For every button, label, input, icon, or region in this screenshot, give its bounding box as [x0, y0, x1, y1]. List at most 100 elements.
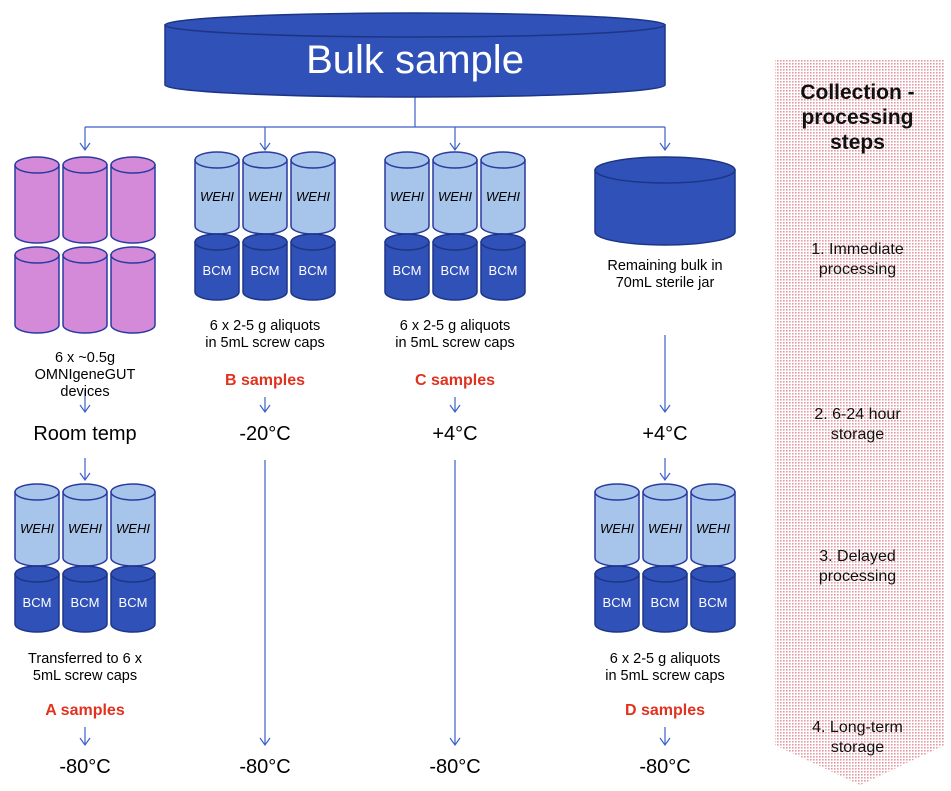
step-line: 1. Immediate	[811, 241, 904, 258]
col2-wehi-tube-1-label: WEHI	[200, 189, 234, 204]
step-line: 2. 6-24 hour	[814, 406, 901, 423]
caption-line: 6 x 2-5 g aliquots	[399, 318, 511, 334]
col2-bcm-tube-3-body	[290, 241, 336, 301]
col2-bcm-tube-1-body	[194, 241, 240, 301]
pink-tube-bottom-1	[14, 246, 60, 334]
col2-bcm-tube-2-body	[242, 241, 288, 301]
col1-bottom-bcm-tube-2: BCM	[62, 565, 108, 633]
heading-line: processing	[801, 106, 914, 129]
pink-tube-top-1-cap	[14, 156, 60, 174]
bulk-sample-title: Bulk sample	[306, 38, 524, 82]
col4-sample-label: D samples	[624, 702, 706, 719]
pink-tube-top-1	[14, 156, 60, 244]
col3-wehi-tube-2: WEHI	[432, 151, 478, 235]
col3-wehi-tube-1-label: WEHI	[390, 189, 424, 204]
col1-bottom-wehi-tube-1-cap	[14, 483, 60, 501]
heading-line: steps	[830, 131, 885, 154]
col2-wehi-tube-2-cap	[242, 151, 288, 169]
col1-bottom-wehi-tube-3-label: WEHI	[116, 521, 150, 536]
col2-bcm-tube-1-label: BCM	[203, 263, 232, 278]
col2-bcm-tube-2-label: BCM	[251, 263, 280, 278]
col1-bottom-caption: Transferred to 6 x 5mL screw caps	[0, 651, 170, 685]
steps-arrow-panel	[775, 60, 945, 785]
col3-bcm-tube-1-body	[384, 241, 430, 301]
col1-final: -80°C	[59, 756, 111, 778]
pink-tube-bottom-2-cap	[62, 246, 108, 264]
col4-bottom-wehi-tube-1-label: WEHI	[600, 521, 634, 536]
step-2: 2. 6-24 hour storage	[770, 405, 945, 445]
col2-bcm-tube-2: BCM	[242, 233, 288, 301]
col4-bottom-bcm-tube-3-cap	[690, 565, 736, 583]
col2-sample-label: B samples	[224, 372, 306, 389]
arrow-col4-bottom-head	[659, 472, 671, 482]
col1-bottom-bcm-tube-3-label: BCM	[119, 595, 148, 610]
col1-bottom-bcm-tube-1-label: BCM	[23, 595, 52, 610]
arrow-col2-head	[259, 142, 271, 152]
col3-wehi-tube-2-cap	[432, 151, 478, 169]
bulk-sample-drum	[164, 12, 666, 98]
col3-storage: +4°C	[432, 423, 478, 445]
col3-bcm-tube-1: BCM	[384, 233, 430, 301]
col2-wehi-tube-2-label: WEHI	[248, 189, 282, 204]
arrow-col4-storage-head	[659, 404, 671, 414]
col2-top-caption: 6 x 2-5 g aliquots in 5mL screw caps	[185, 318, 345, 352]
col4-bottom-wehi-tube-2-label: WEHI	[648, 521, 682, 536]
bulk-sample-drum-body	[164, 24, 666, 98]
caption-line: in 5mL screw caps	[395, 335, 515, 351]
col2-wehi-tube-3-label: WEHI	[296, 189, 330, 204]
col3-bcm-tube-2-body	[432, 241, 478, 301]
arrow-col1-bottom-head	[79, 472, 91, 482]
col1-bottom-wehi-tube-2: WEHI	[62, 483, 108, 567]
col3-wehi-tube-3-label: WEHI	[486, 189, 520, 204]
pink-tube-bottom-2-body	[62, 254, 108, 334]
caption-line: Remaining bulk in	[607, 258, 723, 274]
col4-bottom-wehi-tube-1: WEHI	[594, 483, 640, 567]
col1-bottom-wehi-tube-1-label: WEHI	[20, 521, 54, 536]
col1-bottom-wehi-tube-2-cap	[62, 483, 108, 501]
col3-bcm-tube-3-body	[480, 241, 526, 301]
caption-line: devices	[60, 384, 110, 400]
pink-tube-top-2	[62, 156, 108, 244]
pink-tube-top-3	[110, 156, 156, 244]
caption-line: in 5mL screw caps	[605, 668, 725, 684]
col3-wehi-tube-1-cap	[384, 151, 430, 169]
col3-bcm-tube-2-label: BCM	[441, 263, 470, 278]
col1-bottom-bcm-tube-3-body	[110, 573, 156, 633]
col4-bottom-bcm-tube-2-cap	[642, 565, 688, 583]
pink-tube-bottom-3	[110, 246, 156, 334]
step-line: processing	[818, 568, 897, 585]
arrow-col2-final-head	[259, 737, 271, 747]
sterile-jar	[594, 156, 736, 246]
pink-tube-top-2-cap	[62, 156, 108, 174]
col2-wehi-tube-1-cap	[194, 151, 240, 169]
col2-bcm-tube-3-label: BCM	[299, 263, 328, 278]
col3-bcm-tube-3-cap	[480, 233, 526, 251]
col2-bcm-tube-3: BCM	[290, 233, 336, 301]
col1-bottom-bcm-tube-3: BCM	[110, 565, 156, 633]
sterile-jar-body	[594, 169, 736, 246]
arrow-col1-head	[79, 142, 91, 152]
arrow-col1-final-head	[79, 737, 91, 747]
col1-bottom-bcm-tube-2-label: BCM	[71, 595, 100, 610]
col3-bcm-tube-1-label: BCM	[393, 263, 422, 278]
col1-top-caption: 6 x ~0.5g OMNIgeneGUT devices	[0, 350, 170, 401]
col1-bottom-wehi-tube-3: WEHI	[110, 483, 156, 567]
col1-bottom-wehi-tube-1: WEHI	[14, 483, 60, 567]
col4-bottom-bcm-tube-3: BCM	[690, 565, 736, 633]
pink-tube-bottom-3-body	[110, 254, 156, 334]
col3-top-caption: 6 x 2-5 g aliquots in 5mL screw caps	[375, 318, 535, 352]
col3-wehi-tube-2-label: WEHI	[438, 189, 472, 204]
col4-bottom-wehi-tube-3: WEHI	[690, 483, 736, 567]
col3-final: -80°C	[429, 756, 481, 778]
col4-bottom-bcm-tube-1-cap	[594, 565, 640, 583]
step-line: 4. Long-term	[812, 719, 903, 736]
col3-bcm-tube-2-cap	[432, 233, 478, 251]
col2-wehi-tube-1: WEHI	[194, 151, 240, 235]
pink-tube-top-3-body	[110, 164, 156, 244]
bulk-sample-drum-top	[164, 12, 666, 38]
caption-line: 6 x 2-5 g aliquots	[209, 318, 321, 334]
pink-tube-bottom-3-cap	[110, 246, 156, 264]
arrow-col4-final-head	[659, 737, 671, 747]
arrow-col3-head	[449, 142, 461, 152]
